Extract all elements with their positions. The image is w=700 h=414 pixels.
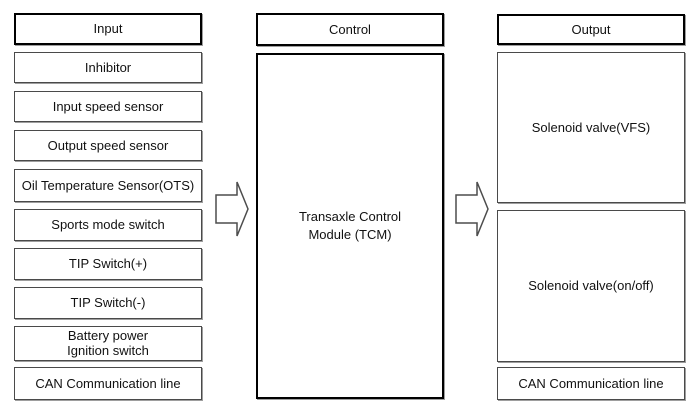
output-column-header: Output bbox=[497, 14, 685, 45]
input-item-can-communication-line: CAN Communication line bbox=[14, 367, 202, 400]
output-item-solenoid-valve-vfs: Solenoid valve(VFS) bbox=[497, 52, 685, 203]
input-item-tip-switch-plus: TIP Switch(+) bbox=[14, 248, 202, 280]
input-to-control-arrow-icon bbox=[215, 181, 249, 237]
input-item-oil-temperature-sensor: Oil Temperature Sensor(OTS) bbox=[14, 169, 202, 202]
input-item-output-speed-sensor: Output speed sensor bbox=[14, 130, 202, 161]
control-column-header: Control bbox=[256, 13, 444, 46]
input-item-tip-switch-minus: TIP Switch(-) bbox=[14, 287, 202, 319]
output-item-can-communication-line: CAN Communication line bbox=[497, 367, 685, 400]
control-to-output-arrow-icon bbox=[455, 181, 489, 237]
input-column-header: Input bbox=[14, 13, 202, 45]
input-item-sports-mode-switch: Sports mode switch bbox=[14, 209, 202, 241]
input-item-input-speed-sensor: Input speed sensor bbox=[14, 91, 202, 122]
input-item-inhibitor: Inhibitor bbox=[14, 52, 202, 83]
input-item-battery-ignition: Battery power Ignition switch bbox=[14, 326, 202, 361]
tcm-module-box: Transaxle Control Module (TCM) bbox=[256, 53, 444, 399]
output-item-solenoid-valve-onoff: Solenoid valve(on/off) bbox=[497, 210, 685, 362]
